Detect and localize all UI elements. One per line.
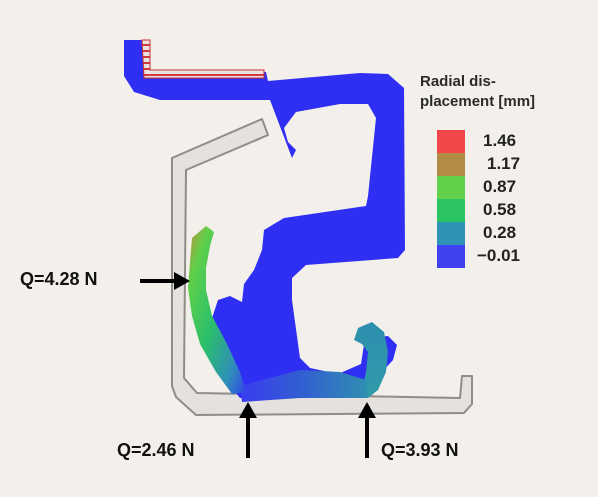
- legend-item: 1.46: [437, 130, 597, 153]
- force-arrow-bottom-left: [239, 402, 257, 458]
- legend-title-line2: placement [mm]: [420, 93, 536, 110]
- force-label-left: Q=4.28 N: [20, 269, 98, 289]
- legend-value: 1.46: [483, 131, 517, 150]
- legend-value: −0.01: [477, 246, 521, 265]
- force-arrow-bottom-right: [358, 402, 376, 458]
- legend-item: 0.87: [437, 176, 597, 199]
- hatched-insert: [141, 39, 265, 79]
- main-sealing-lip: [188, 226, 246, 394]
- housing-frame: [171, 118, 473, 416]
- legend-swatch: [437, 153, 465, 176]
- legend-swatch: [437, 199, 465, 222]
- legend-item: 0.28: [437, 222, 597, 245]
- force-arrow-left: [140, 272, 190, 290]
- dust-lip: [354, 322, 388, 398]
- legend-value: 1.17: [487, 154, 521, 173]
- legend-swatch: [437, 176, 465, 199]
- legend-value: 0.28: [483, 223, 517, 242]
- legend-title: Radial dis- placement [mm]: [420, 72, 590, 112]
- seal-base: [240, 370, 368, 402]
- legend-item: 1.17: [437, 153, 597, 176]
- legend-item: 0.58: [437, 199, 597, 222]
- legend-swatch: [437, 130, 465, 153]
- force-label-bottom-left: Q=2.46 N: [117, 440, 195, 460]
- legend-item: −0.01: [437, 245, 597, 268]
- legend-swatch: [437, 222, 465, 245]
- force-label-bottom-right: Q=3.93 N: [381, 440, 459, 460]
- legend-title-line1: Radial dis-: [420, 73, 496, 90]
- legend-swatch: [437, 245, 465, 268]
- legend-value: 0.87: [483, 177, 517, 196]
- legend-value: 0.58: [483, 200, 517, 219]
